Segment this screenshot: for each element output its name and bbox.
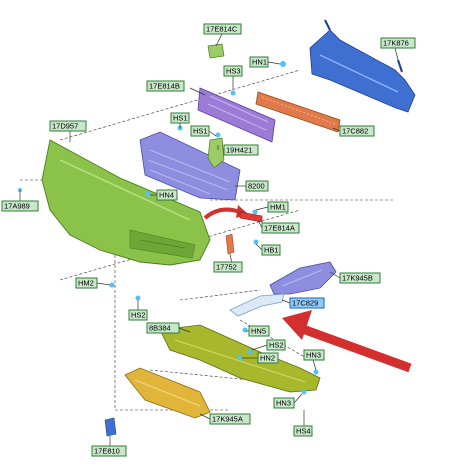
- upper-strip: [255, 91, 341, 133]
- bumper-cover: [41, 139, 211, 266]
- label-hs4: HS4: [293, 425, 313, 437]
- label-19h421: 19H421: [223, 144, 259, 156]
- label-17e814c: 17E814C: [203, 23, 242, 35]
- skid-plate: [124, 367, 211, 419]
- label-hn5: HN5: [248, 325, 270, 337]
- label-hn3-lower: HN3: [273, 397, 295, 409]
- label-17d957: 17D957: [49, 120, 87, 132]
- label-17k945b: 17K945B: [339, 272, 381, 284]
- label-hs1-lower: HS1: [190, 125, 210, 137]
- svg-text:17K945B: 17K945B: [342, 274, 373, 283]
- label-17k945a: 17K945A: [209, 413, 251, 425]
- label-17a989: 17A989: [1, 200, 39, 212]
- svg-text:17K876: 17K876: [383, 39, 409, 48]
- label-hs3: HS3: [223, 65, 243, 77]
- label-hn2: HN2: [257, 352, 279, 364]
- svg-text:HS4: HS4: [296, 427, 311, 436]
- svg-text:HN2: HN2: [260, 354, 275, 363]
- svg-text:17E814A: 17E814A: [264, 224, 295, 233]
- small-bracket-top: [207, 43, 225, 59]
- svg-text:8200: 8200: [248, 182, 265, 191]
- label-17k876: 17K876: [380, 37, 416, 49]
- label-hb1: HB1: [261, 244, 281, 256]
- red-arrow-pointing-icon: [282, 310, 412, 373]
- label-hs2-right: HS2: [266, 339, 286, 351]
- svg-text:HS1: HS1: [173, 114, 188, 123]
- svg-text:17E814C: 17E814C: [206, 25, 238, 34]
- svg-text:HS3: HS3: [226, 67, 241, 76]
- svg-text:19H421: 19H421: [226, 146, 252, 155]
- svg-text:17C829: 17C829: [292, 299, 318, 308]
- label-hs2-left: HS2: [128, 309, 148, 321]
- svg-text:HN3: HN3: [276, 399, 291, 408]
- svg-text:HN4: HN4: [159, 191, 174, 200]
- label-hm1: HM1: [267, 201, 289, 213]
- label-17752: 17752: [213, 261, 243, 273]
- main-grille: [139, 131, 241, 201]
- side-grille: [269, 261, 337, 295]
- svg-text:HM2: HM2: [78, 279, 94, 288]
- label-hs1-upper: HS1: [170, 112, 190, 124]
- bracket-17752: [225, 233, 235, 255]
- svg-text:HN1: HN1: [252, 58, 267, 67]
- label-8200: 8200: [245, 180, 269, 192]
- chrome-trim: [229, 293, 285, 317]
- svg-text:17752: 17752: [216, 263, 237, 272]
- label-hm2: HM2: [75, 277, 98, 289]
- label-17e814b: 17E814B: [146, 80, 185, 92]
- label-17c882: 17C882: [339, 125, 375, 137]
- svg-text:17E814B: 17E814B: [149, 82, 180, 91]
- label-hn4: HN4: [156, 189, 178, 201]
- svg-text:17D957: 17D957: [52, 122, 78, 131]
- svg-text:HB1: HB1: [264, 246, 279, 255]
- svg-text:HS2: HS2: [131, 311, 146, 320]
- svg-text:17E810: 17E810: [94, 447, 120, 456]
- label-17e814a: 17E814A: [261, 222, 300, 234]
- bracket-17e814a: [239, 211, 263, 223]
- svg-text:HS2: HS2: [269, 341, 284, 350]
- bracket-19h421: [207, 137, 225, 169]
- upper-bracket: [197, 87, 276, 143]
- svg-text:17A989: 17A989: [4, 202, 30, 211]
- svg-text:8B384: 8B384: [149, 324, 171, 333]
- svg-text:17C882: 17C882: [342, 127, 368, 136]
- svg-text:HS1: HS1: [193, 127, 208, 136]
- svg-text:17K945A: 17K945A: [212, 415, 243, 424]
- tow-cover: [104, 417, 117, 437]
- label-17e810: 17E810: [91, 445, 127, 457]
- svg-text:HN3: HN3: [306, 351, 321, 360]
- label-hn1: HN1: [249, 56, 269, 68]
- label-8b384: 8B384: [146, 322, 180, 334]
- fasteners: [18, 61, 319, 395]
- label-17c829-highlight: 17C829: [289, 297, 325, 309]
- svg-text:HN5: HN5: [251, 327, 266, 336]
- reinforcement-bar: [309, 19, 416, 113]
- label-hn3-top: HN3: [303, 349, 325, 361]
- svg-text:HM1: HM1: [270, 203, 286, 212]
